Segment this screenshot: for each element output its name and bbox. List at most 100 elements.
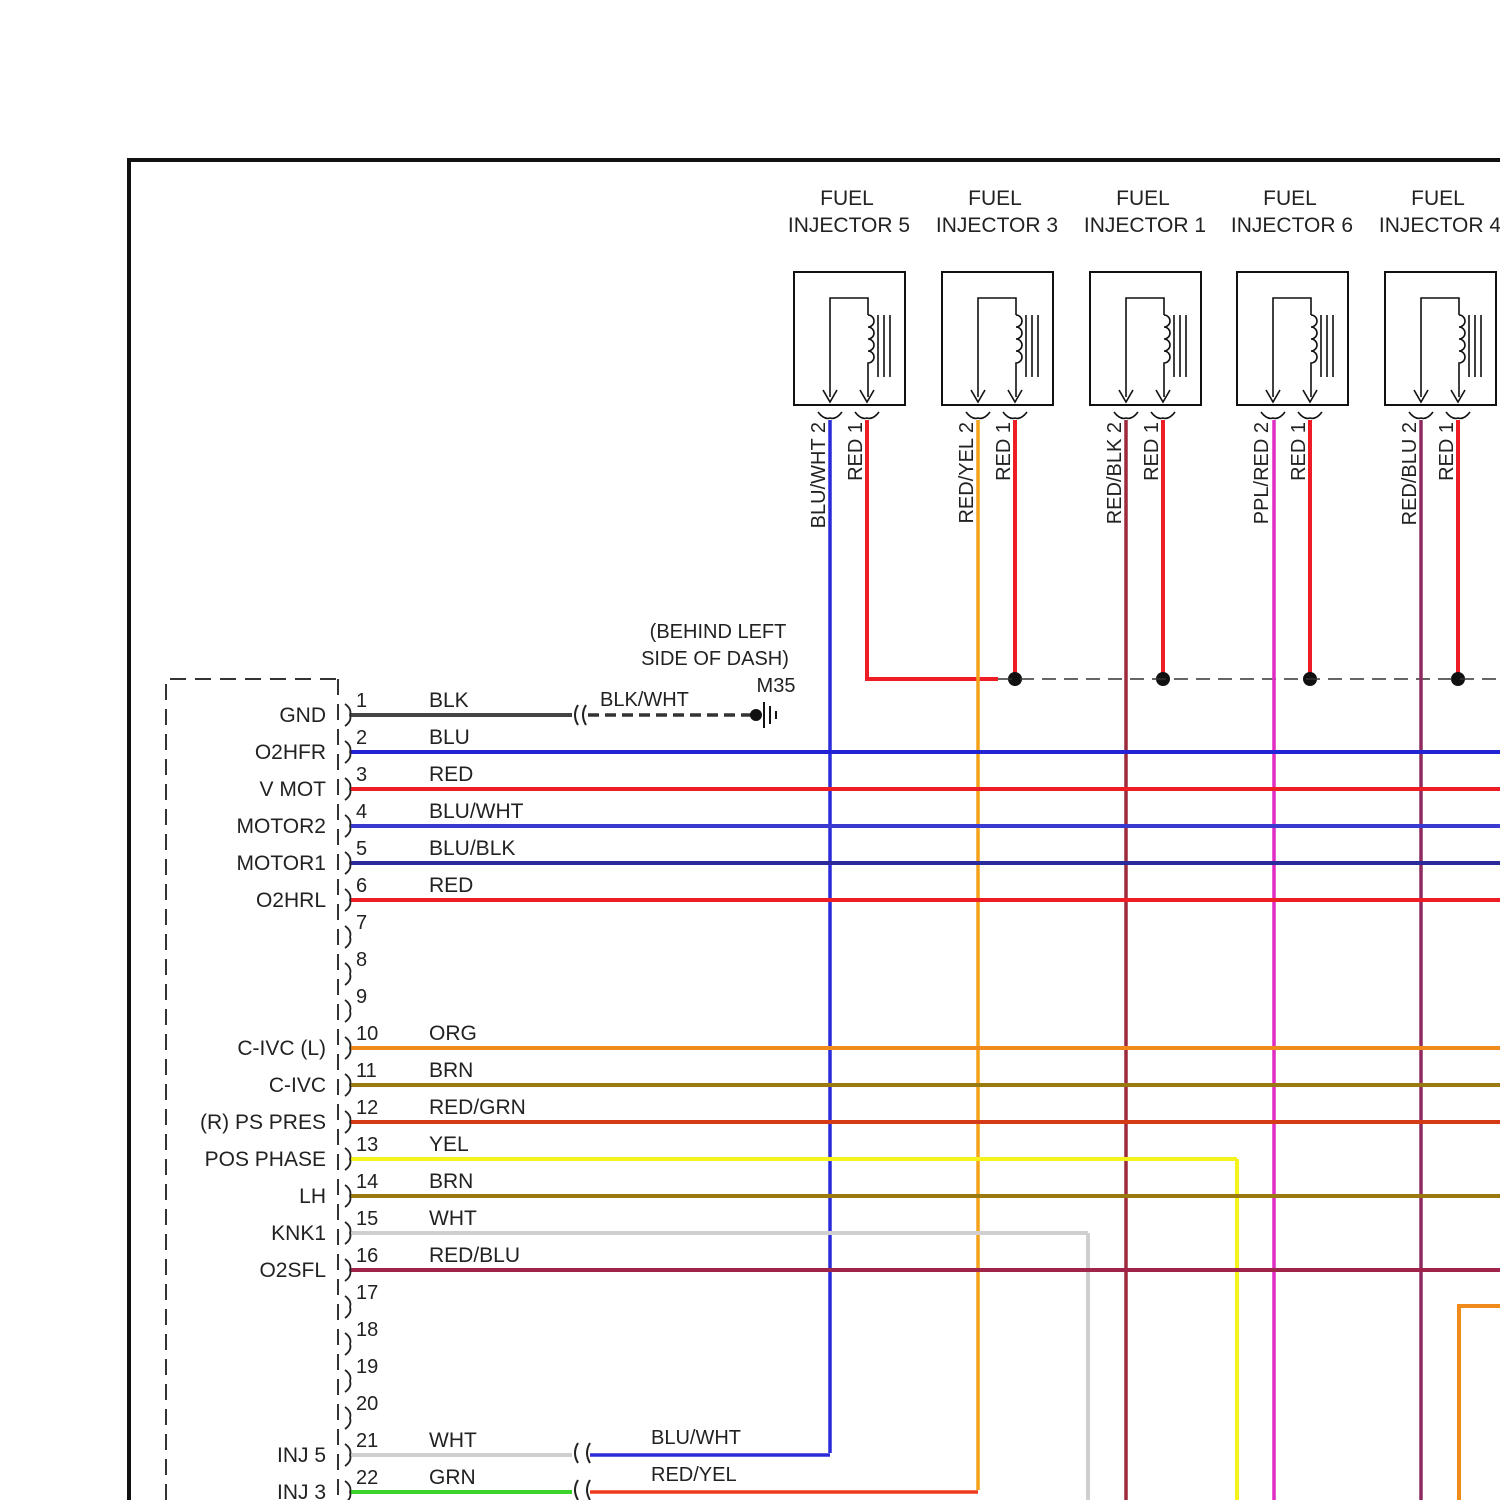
- pin-number: 1: [356, 690, 367, 712]
- pin-number: 20: [356, 1393, 378, 1415]
- pin-terminal-icon: [345, 1000, 350, 1022]
- pin-signal-name: INJ 5: [277, 1444, 326, 1467]
- ecm-pin-18: 18: [345, 1319, 378, 1355]
- injector-pin2-wire-label: RED/BLK 2: [1104, 422, 1126, 524]
- ecm-pin-2: 2O2HFRBLU: [255, 726, 470, 764]
- pin-terminal-icon: [345, 1185, 350, 1207]
- pin-terminal-icon: [345, 1037, 350, 1059]
- injector-title-line1: FUEL: [1116, 187, 1170, 210]
- pin-number: 2: [356, 727, 367, 749]
- pin-signal-name: C-IVC (L): [237, 1037, 326, 1060]
- injector-pin1-wire-label: RED 1: [1288, 422, 1310, 481]
- fuel-injector-3: FUEL INJECTOR 1 RED/BLK 2 RED 1: [1084, 187, 1206, 686]
- orange-wire-right: [1459, 1306, 1500, 1500]
- injector-body: [794, 272, 905, 405]
- pin-signal-name: V MOT: [260, 778, 327, 801]
- fuel-injector-1: FUELINJECTOR 5BLU/WHT 2RED 1: [788, 187, 910, 679]
- ground-id-label: M35: [757, 675, 796, 697]
- inj5-inline-connector-icon: [575, 1443, 590, 1463]
- pin-number: 12: [356, 1097, 378, 1119]
- pin-terminal-icon: [345, 1222, 350, 1244]
- pin-wire-color-label: BRN: [429, 1170, 473, 1193]
- ecm-pin-13: 13POS PHASEYEL: [205, 1133, 469, 1171]
- ecm-pin-8: 8: [345, 949, 367, 985]
- injector-title-line1: FUEL: [1411, 187, 1465, 210]
- pin-terminal-icon: [345, 704, 350, 726]
- ground-point: [750, 709, 762, 721]
- ecm-pin-3: 3 V MOT RED: [260, 763, 474, 801]
- injector-pin1-wire-label: RED 1: [1141, 422, 1163, 481]
- injector-body: [1090, 272, 1201, 405]
- pin-wire-color-label: WHT: [429, 1429, 477, 1452]
- ecm-pin-10: 10C-IVC (L) ORG: [237, 1022, 477, 1060]
- injector-pin1-wire-label: RED 1: [993, 422, 1015, 481]
- pin-signal-name: LH: [299, 1185, 326, 1208]
- pin-terminal-icon: [345, 852, 350, 874]
- injector-title-line2: INJECTOR 4: [1379, 214, 1500, 237]
- ecm-pin-9: 9: [345, 986, 367, 1022]
- pin-wire-color-label: RED: [429, 763, 473, 786]
- pin-number: 8: [356, 949, 367, 971]
- injector-title-line2: INJECTOR 1: [1084, 214, 1206, 237]
- pin-terminal-icon: [345, 1370, 350, 1392]
- pin-wire-color-label: BLK: [429, 689, 469, 712]
- pin-terminal-icon: [345, 1407, 350, 1429]
- injector-body: [942, 272, 1053, 405]
- pin-number: 14: [356, 1171, 378, 1193]
- ground-wire-label: BLK/WHT: [600, 689, 689, 711]
- pin-terminal-icon: [345, 741, 350, 763]
- pin-terminal-icon: [345, 778, 350, 800]
- pin-number: 22: [356, 1467, 378, 1489]
- inj5-far-wire-label: BLU/WHT: [651, 1427, 741, 1449]
- pin-wire-color-label: YEL: [429, 1133, 469, 1156]
- pin-number: 21: [356, 1430, 378, 1452]
- pin-terminal-icon: [345, 1074, 350, 1096]
- pin-wire-color-label: RED/BLU: [429, 1244, 520, 1267]
- ground-icon: [764, 702, 776, 728]
- pin-signal-name: MOTOR2: [237, 815, 326, 838]
- pin-terminal-icon: [345, 963, 350, 985]
- pin-number: 11: [356, 1060, 377, 1082]
- ground-location-line2: SIDE OF DASH): [641, 648, 789, 670]
- injector-title-line2: INJECTOR 6: [1231, 214, 1353, 237]
- ecm-pin-11: 11C-IVC BRN: [269, 1059, 474, 1097]
- pin-number: 10: [356, 1023, 378, 1045]
- fuel-injector-4: FUEL INJECTOR 6 PPL/RED 2 RED 1: [1231, 187, 1353, 686]
- pin-signal-name: (R) PS PRES: [200, 1111, 326, 1134]
- pin-terminal-icon: [345, 1333, 350, 1355]
- pin-number: 7: [356, 912, 367, 934]
- injector-body: [1385, 272, 1496, 405]
- injector-title-line2: INJECTOR 5: [788, 214, 910, 237]
- inj3-inline-connector-icon: [575, 1480, 590, 1500]
- pin-signal-name: INJ 3: [277, 1481, 326, 1500]
- pin-wire-color-label: ORG: [429, 1022, 477, 1045]
- pin-signal-name: C-IVC: [269, 1074, 326, 1097]
- pin-wire-color-label: BRN: [429, 1059, 473, 1082]
- injector-title-line2: INJECTOR 3: [936, 214, 1058, 237]
- inj3-far-wire-label: RED/YEL: [651, 1464, 737, 1486]
- injector-body: [1237, 272, 1348, 405]
- pin-wire-color-label: BLU/BLK: [429, 837, 515, 860]
- pin-terminal-icon: [345, 1444, 350, 1466]
- injector-title-line1: FUEL: [1263, 187, 1317, 210]
- injector-title-line1: FUEL: [968, 187, 1022, 210]
- ground-inline-connector-icon: [575, 705, 586, 725]
- ecm-pin-15: 15KNK1WHT: [271, 1207, 477, 1245]
- pin-wire-color-label: BLU: [429, 726, 470, 749]
- pin-number: 16: [356, 1245, 378, 1267]
- pin-number: 18: [356, 1319, 378, 1341]
- pin-terminal-icon: [345, 1148, 350, 1170]
- pin-terminal-icon: [345, 1259, 350, 1281]
- ground-location-line1: (BEHIND LEFT: [650, 621, 787, 643]
- ecm-pin-19: 19: [345, 1356, 378, 1392]
- pin-wire-color-label: RED: [429, 874, 473, 897]
- pin-number: 3: [356, 764, 367, 786]
- injector-pin2-wire-label: PPL/RED 2: [1251, 422, 1273, 524]
